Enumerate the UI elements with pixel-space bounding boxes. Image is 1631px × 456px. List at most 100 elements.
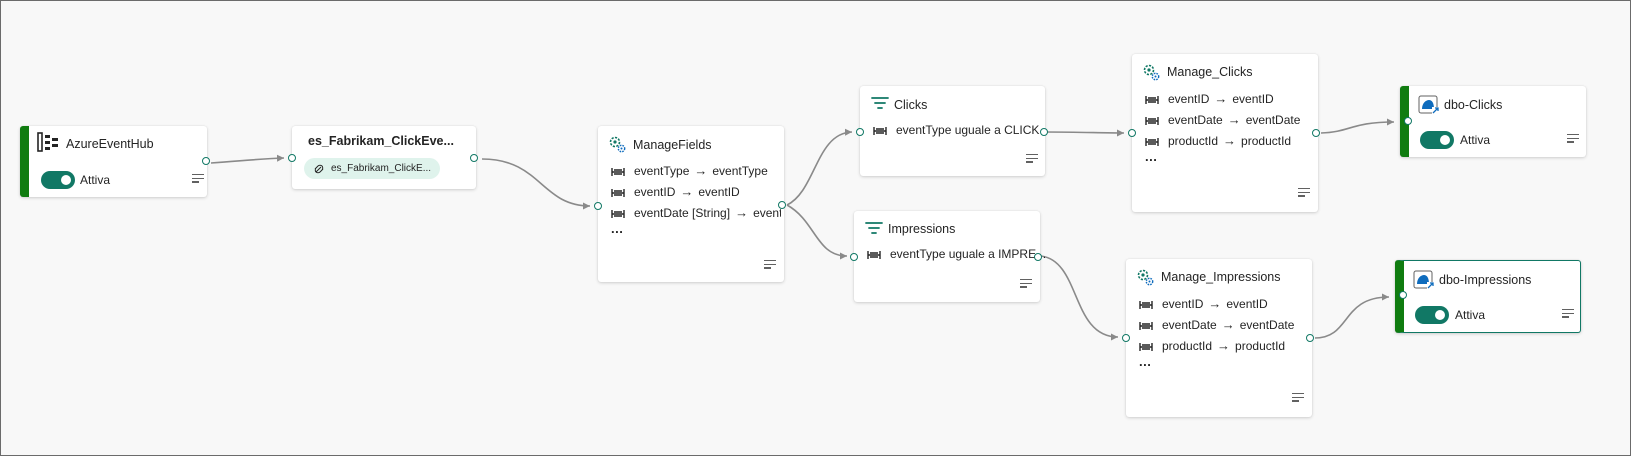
field-row: eventID → eventID [1145,91,1274,106]
output-port[interactable] [1034,253,1042,261]
input-port[interactable] [1404,117,1412,125]
output-port[interactable] [470,154,478,162]
input-port[interactable] [1122,334,1130,342]
more-fields[interactable]: ... [1139,354,1152,369]
node-title: Clicks [894,98,928,112]
field-from: eventID [634,184,676,199]
output-port[interactable] [778,201,786,209]
field-row: eventDate → eventDate [1145,112,1300,127]
input-port[interactable] [1399,291,1407,299]
arrow-symbol: → [1223,133,1237,148]
field-mapping-icon [1145,136,1159,146]
node-azure-event-hub[interactable]: AzureEventHub Attiva [20,126,210,197]
field-mapping-icon [1145,115,1159,125]
details-menu-icon[interactable] [1020,279,1032,289]
filter-condition: eventType uguale a CLICK [873,123,1039,137]
filter-icon [865,222,883,234]
stream-pill[interactable]: es_Fabrikam_ClickE... [304,158,440,179]
lakehouse-icon [1418,95,1439,114]
details-menu-icon[interactable] [192,174,204,184]
more-fields[interactable]: ... [1145,149,1158,164]
field-from: eventID [1162,296,1204,311]
active-toggle[interactable] [1420,131,1454,149]
arrow-symbol: → [1221,317,1235,332]
condition-text: eventType uguale a IMPRE... [890,247,1047,261]
arrow-symbol: → [1227,112,1241,127]
field-to: eventID [698,184,740,199]
input-port[interactable] [594,202,602,210]
node-dbo-impressions[interactable]: dbo-Impressions Attiva [1395,260,1581,333]
details-menu-icon[interactable] [1026,154,1038,164]
edge-managefields-to-clicks [786,128,853,206]
input-port[interactable] [1128,129,1136,137]
node-manage-clicks[interactable]: Manage_Clicks eventID → eventID eventDat… [1128,54,1320,212]
edge-source-to-stream [210,154,285,164]
edge-impressions-to-manageimpressions [1040,255,1119,341]
node-filter-impressions[interactable]: Impressions eventType uguale a IMPRE... [850,211,1046,302]
node-dbo-clicks[interactable]: dbo-Clicks Attiva [1400,86,1586,157]
edge-managefields-to-impressions [786,204,848,260]
field-mapping-icon [873,125,887,135]
filter-icon [871,97,889,109]
node-manage-fields[interactable]: ManageFields eventType → eventType event… [594,126,786,282]
input-port[interactable] [856,128,864,136]
field-from: eventDate [String] [634,205,731,220]
field-from: eventDate [1168,112,1223,127]
output-port[interactable] [202,157,210,165]
field-to: eventI [753,205,781,220]
field-to: eventID [1226,296,1268,311]
event-hub-icon [37,132,58,152]
field-from: eventType [634,163,690,178]
arrow-symbol: → [694,163,708,178]
details-menu-icon[interactable] [1298,188,1310,198]
filter-condition: eventType uguale a IMPRE... [867,247,1046,261]
edge-manageimpressions-to-dboimpressions [1314,293,1390,339]
input-port[interactable] [288,154,296,162]
active-toggle[interactable] [41,171,75,189]
more-fields[interactable]: ... [611,221,624,236]
field-to: eventDate [1239,317,1295,332]
field-from: eventID [1168,91,1210,106]
field-mapping-icon [867,249,881,259]
arrow-symbol: → [1214,91,1228,106]
field-row: eventID → eventID [611,184,782,199]
details-menu-icon[interactable] [1567,134,1579,144]
node-title: AzureEventHub [66,137,154,151]
edge-manageclicks-to-dboclicks [1320,118,1395,134]
input-port[interactable] [850,253,858,261]
field-to: productId [1241,133,1292,148]
details-menu-icon[interactable] [764,260,776,270]
field-to: productId [1235,338,1286,353]
node-filter-clicks[interactable]: Clicks eventType uguale a CLICK [856,86,1048,176]
arrow-symbol: → [735,205,749,220]
field-to: eventDate [1245,112,1301,127]
details-menu-icon[interactable] [1562,309,1574,319]
active-toggle[interactable] [1415,306,1449,324]
field-mapping-icon [1139,299,1153,309]
node-title: Manage_Impressions [1161,270,1281,284]
node-manage-impressions[interactable]: Manage_Impressions eventID → eventID eve… [1122,259,1314,417]
condition-text: eventType uguale a CLICK [896,123,1040,137]
node-title: dbo-Impressions [1439,273,1532,287]
node-eventstream[interactable]: es_Fabrikam_ClickEve... es_Fabrikam_Clic… [288,126,478,189]
node-title: Manage_Clicks [1167,65,1253,79]
output-port[interactable] [1312,129,1320,137]
field-mapping-icon [1145,94,1159,104]
details-menu-icon[interactable] [1292,393,1304,403]
toggle-label: Attiva [80,173,111,187]
node-title: ManageFields [633,138,712,152]
arrow-symbol: → [1208,296,1222,311]
field-from: eventDate [1162,317,1217,332]
field-mapping-icon [1139,320,1153,330]
output-port[interactable] [1040,128,1048,136]
field-from: productId [1162,338,1213,353]
manage-fields-gear-icon [1143,64,1160,81]
field-row: eventDate → eventDate [1139,317,1294,332]
edge-stream-to-managefields [481,158,591,210]
field-row: productId → productId [1145,133,1291,148]
output-port[interactable] [1306,334,1314,342]
field-mapping-icon [611,208,625,218]
manage-fields-gear-icon [609,136,626,153]
